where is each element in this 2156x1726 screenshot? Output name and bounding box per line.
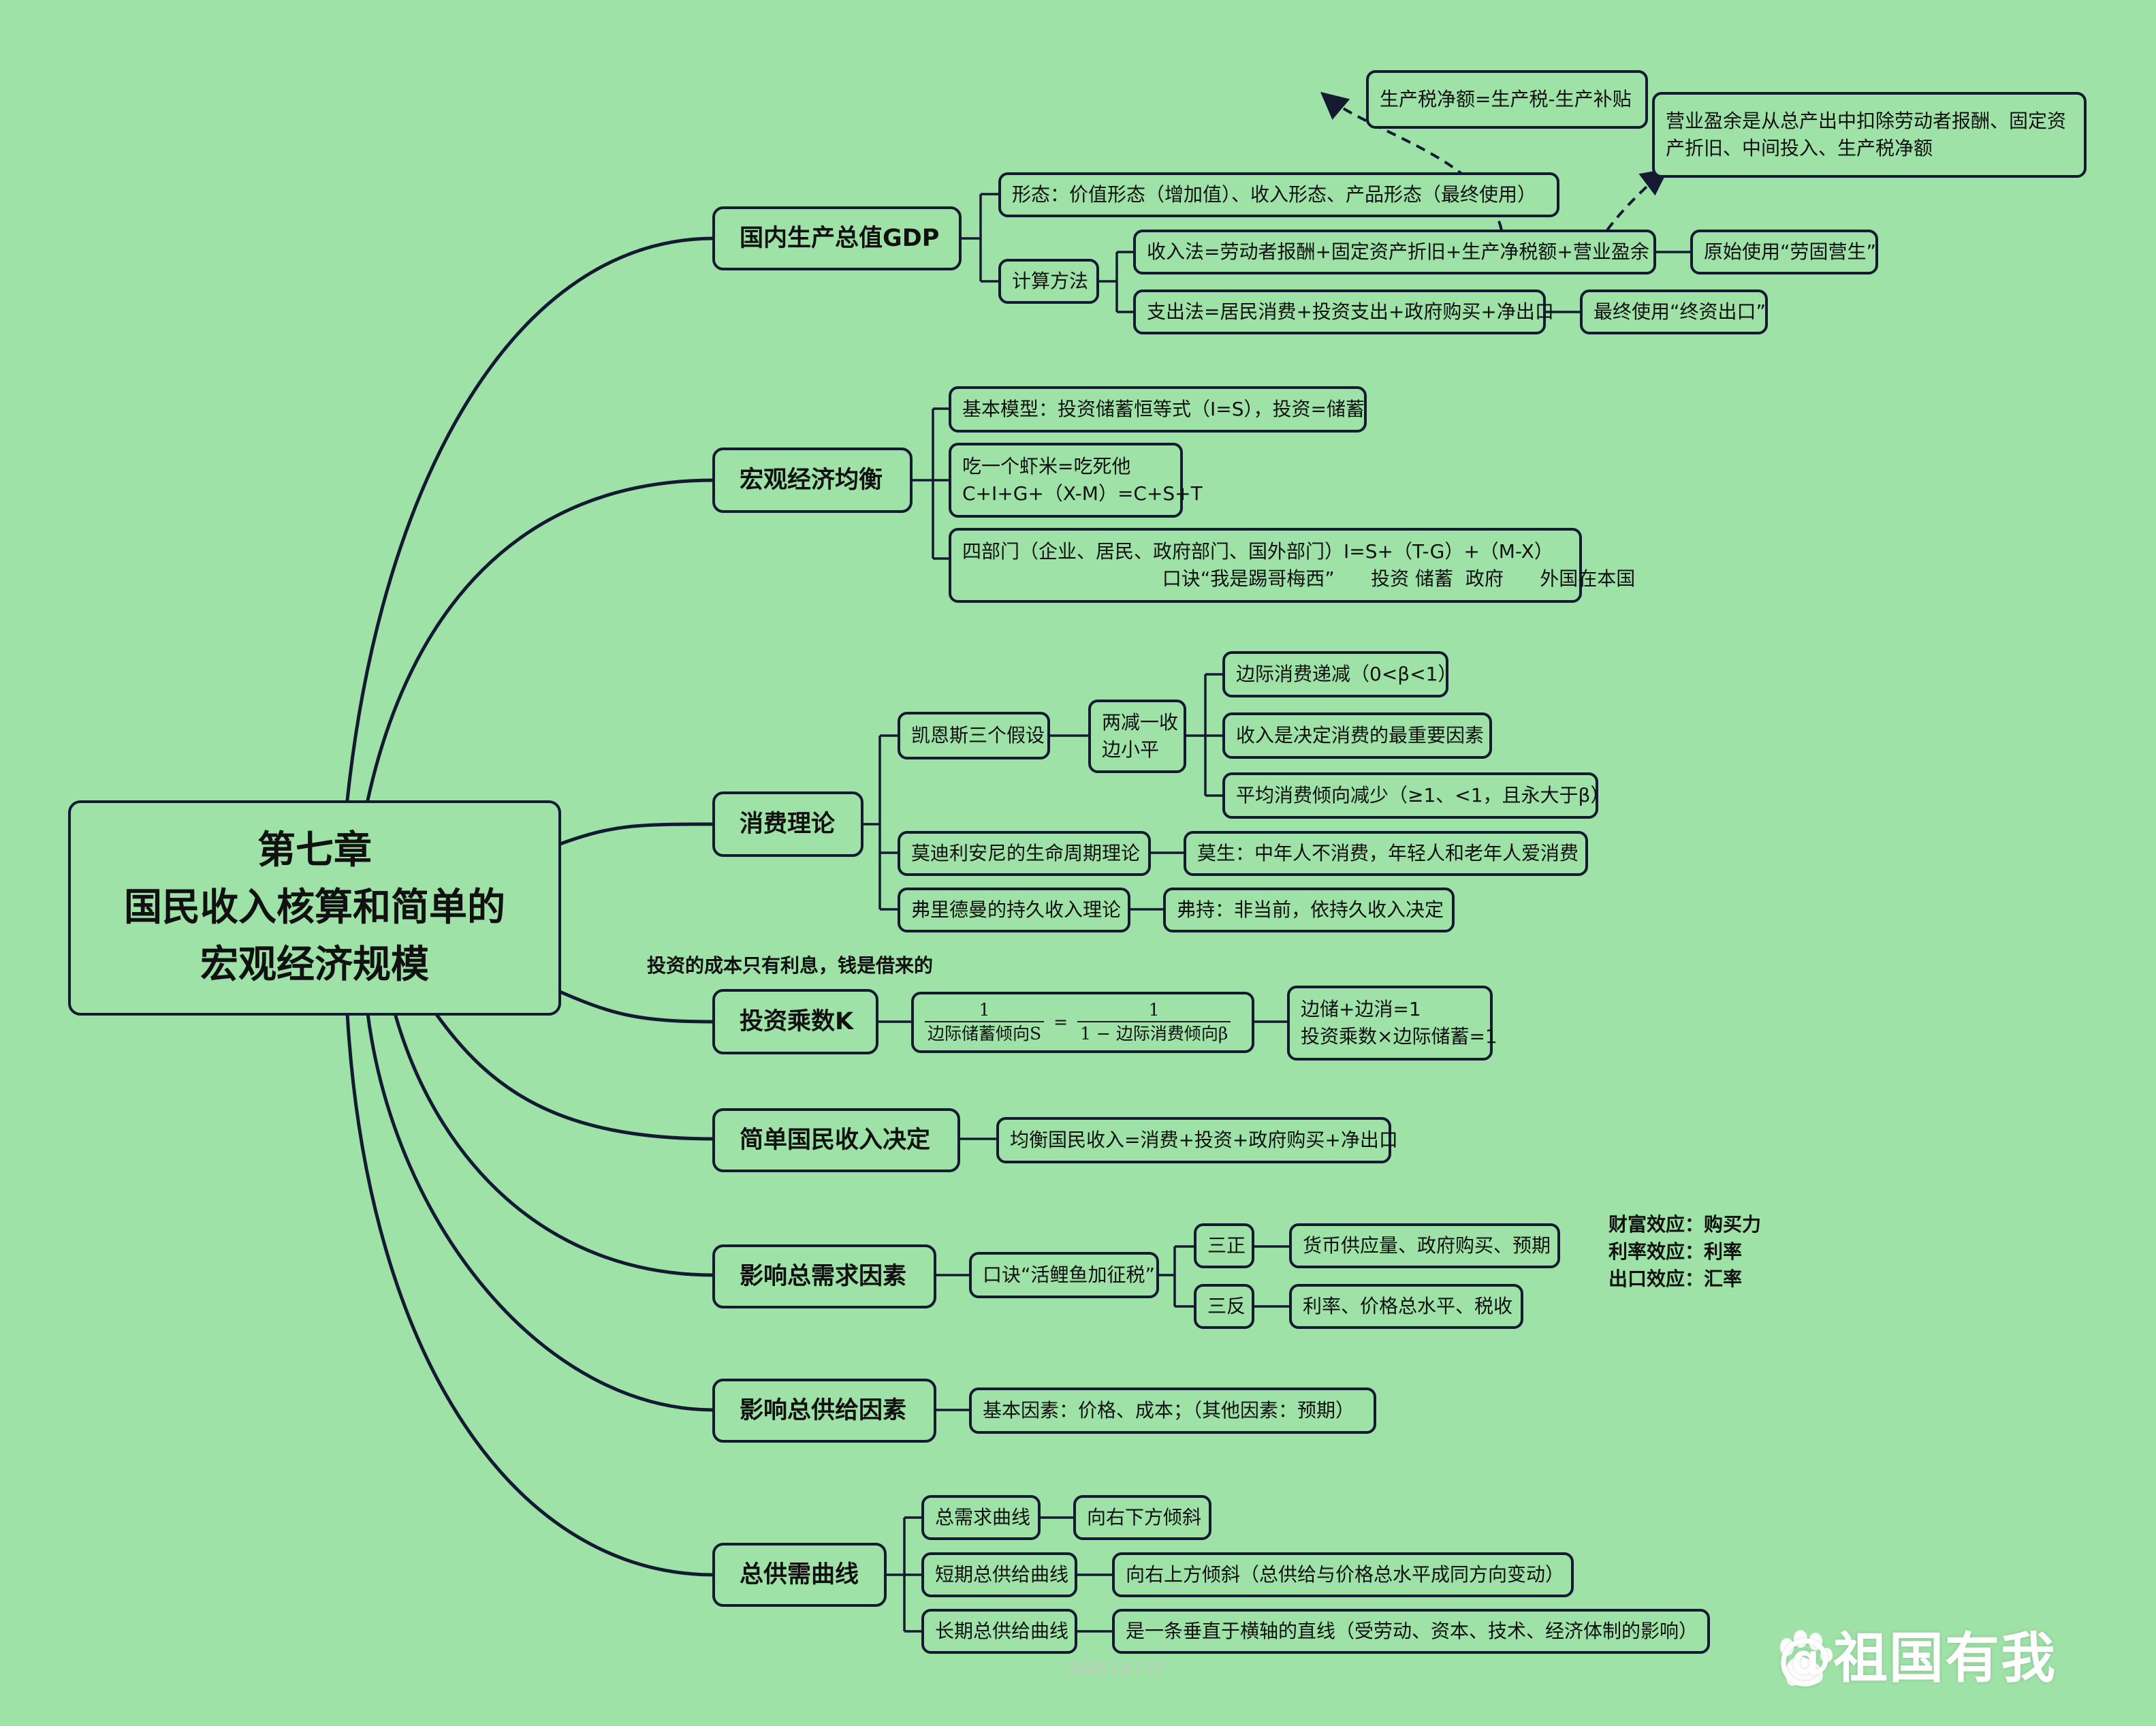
gdp-surplus-note[interactable]: 营业盈余是从总产出中扣除劳动者报酬、固定资 产折旧、中间投入、生产税净额 [1652, 92, 2087, 178]
keynes-assumption-2[interactable]: 收入是决定消费的最重要因素 [1222, 712, 1492, 759]
fraction-right: 1 1 − 边际消费倾向β [1077, 999, 1231, 1046]
short-run-supply-curve[interactable]: 短期总供给曲线 [921, 1552, 1077, 1597]
four-sectors-line-1: 四部门（企业、居民、政府部门、国外部门）I=S+（T-G）+（M-X） [962, 540, 1553, 563]
gdp-calc-method[interactable]: 计算方法 [998, 259, 1099, 304]
shrimp-line-2: C+I+G+（X-M）=C+S+T [962, 482, 1203, 505]
short-run-supply-curve-note[interactable]: 向右上方倾斜（总供给与价格总水平成同方向变动） [1112, 1552, 1574, 1597]
formula-equals: = [1053, 1012, 1068, 1032]
negative-factors-label[interactable]: 三反 [1194, 1284, 1254, 1329]
gdp-expenditure-mnemonic[interactable]: 最终使用“终资出口” [1580, 289, 1768, 334]
modigliani-life-cycle[interactable]: 莫迪利安尼的生命周期理论 [898, 831, 1151, 876]
root-line-3: 宏观经济规模 [200, 943, 429, 987]
fraction-right-denominator: 1 − 边际消费倾向β [1077, 1021, 1231, 1046]
watermark-text: @祖国有我 [1777, 1627, 2057, 1690]
wealth-effect-note: 财富效应：购买力 [1608, 1213, 1762, 1236]
aggregate-supply-note[interactable]: 基本因素：价格、成本；（其他因素：预期） [969, 1387, 1376, 1434]
root-topic[interactable]: 第七章 国民收入核算和简单的 宏观经济规模 [68, 800, 561, 1016]
negative-factors-items[interactable]: 利率、价格总水平、税收 [1289, 1284, 1523, 1329]
equilibrium-basic-model[interactable]: 基本模型：投资储蓄恒等式（I=S），投资=储蓄 [949, 386, 1367, 433]
topic-supply-demand-curves[interactable]: 总供需曲线 [712, 1543, 887, 1607]
gdp-net-tax-note[interactable]: 生产税净额=生产税-生产补贴 [1366, 70, 1648, 129]
keynes-rule-mnemonic[interactable]: 两减一收 边小平 [1088, 700, 1186, 773]
friedman-permanent-income[interactable]: 弗里德曼的持久收入理论 [898, 888, 1130, 932]
multiplier-note-2: 投资乘数×边际储蓄=1 [1301, 1025, 1497, 1048]
aggregate-demand-curve[interactable]: 总需求曲线 [921, 1495, 1041, 1540]
topic-aggregate-supply-factors[interactable]: 影响总供给因素 [712, 1379, 936, 1443]
fraction-left: 1 边际储蓄倾向S [925, 999, 1045, 1046]
simple-income-note[interactable]: 均衡国民收入=消费+投资+政府购买+净出口 [996, 1117, 1398, 1163]
topic-investment-multiplier[interactable]: 投资乘数K [712, 989, 878, 1054]
fraction-left-numerator: 1 [979, 1000, 990, 1020]
keynes-assumption-3[interactable]: 平均消费倾向减少（≥1、<1，且永大于β） [1222, 772, 1609, 819]
rule-line-1: 两减一收 [1102, 711, 1179, 734]
aggregate-demand-curve-note[interactable]: 向右下方倾斜 [1073, 1495, 1211, 1540]
topic-gdp[interactable]: 国内生产总值GDP [712, 206, 962, 270]
keynes-assumption-1[interactable]: 边际消费递减（0<β<1） [1222, 651, 1457, 697]
multiplier-annotation: 投资的成本只有利息，钱是借来的 [647, 954, 934, 977]
paw-logo-icon [1780, 1630, 1833, 1686]
four-sectors-line-2: 口诀“我是踢哥梅西” 投资 储蓄 政府 外国在本国 [962, 567, 1636, 590]
positive-factors-label[interactable]: 三正 [1194, 1223, 1254, 1268]
surplus-note-line-1: 营业盈余是从总产出中扣除劳动者报酬、固定资 [1666, 110, 2067, 132]
multiplier-formula[interactable]: 1 边际储蓄倾向S = 1 1 − 边际消费倾向β [911, 992, 1254, 1053]
surplus-note-line-2: 产折旧、中间投入、生产税净额 [1666, 137, 1933, 159]
gdp-income-method[interactable]: 收入法=劳动者报酬+固定资产折旧+生产净税额+营业盈余 [1133, 230, 1656, 274]
equilibrium-shrimp-mnemonic[interactable]: 吃一个虾米=吃死他 C+I+G+（X-M）=C+S+T [949, 443, 1203, 518]
equilibrium-four-sectors[interactable]: 四部门（企业、居民、政府部门、国外部门）I=S+（T-G）+（M-X） 口诀“我… [949, 528, 1635, 603]
topic-aggregate-demand-factors[interactable]: 影响总需求因素 [712, 1244, 936, 1308]
formula-fraction: 1 边际储蓄倾向S = 1 1 − 边际消费倾向β [925, 999, 1231, 1046]
topic-macro-equilibrium[interactable]: 宏观经济均衡 [712, 448, 913, 513]
aggregate-demand-mnemonic[interactable]: 口诀“活鲤鱼加征税” [969, 1252, 1159, 1298]
root-line-2: 国民收入核算和简单的 [124, 885, 505, 930]
topic-simple-income-determination[interactable]: 简单国民收入决定 [712, 1108, 960, 1172]
shrimp-line-1: 吃一个虾米=吃死他 [962, 455, 1131, 477]
footer-date: 2025 / 6 / 27 [1069, 1661, 1165, 1678]
keynes-assumptions[interactable]: 凯恩斯三个假设 [898, 712, 1050, 759]
gdp-income-mnemonic[interactable]: 原始使用“劳固营生” [1690, 230, 1878, 274]
multiplier-note-1: 边储+边消=1 [1301, 998, 1421, 1020]
gdp-form[interactable]: 形态：价值形态（增加值）、收入形态、产品形态（最终使用） [998, 172, 1559, 217]
topic-consumption-theory[interactable]: 消费理论 [712, 791, 863, 857]
fraction-left-denominator: 边际储蓄倾向S [925, 1021, 1045, 1046]
modigliani-note[interactable]: 莫生：中年人不消费，年轻人和老年人爱消费 [1184, 831, 1588, 876]
rule-line-2: 边小平 [1102, 738, 1160, 761]
export-effect-note: 出口效应：汇率 [1608, 1268, 1743, 1290]
positive-factors-items[interactable]: 货币供应量、政府购买、预期 [1289, 1223, 1560, 1268]
root-line-1: 第七章 [257, 828, 372, 873]
fraction-right-numerator: 1 [1148, 1000, 1160, 1020]
friedman-note[interactable]: 弗持：非当前，依持久收入决定 [1163, 888, 1455, 932]
interest-effect-note: 利率效应：利率 [1608, 1240, 1743, 1263]
long-run-supply-curve[interactable]: 长期总供给曲线 [921, 1609, 1077, 1654]
long-run-supply-curve-note[interactable]: 是一条垂直于横轴的直线（受劳动、资本、技术、经济体制的影响） [1112, 1609, 1710, 1654]
gdp-expenditure-method[interactable]: 支出法=居民消费+投资支出+政府购买+净出口 [1133, 289, 1554, 334]
multiplier-notes[interactable]: 边储+边消=1 投资乘数×边际储蓄=1 [1287, 986, 1497, 1061]
